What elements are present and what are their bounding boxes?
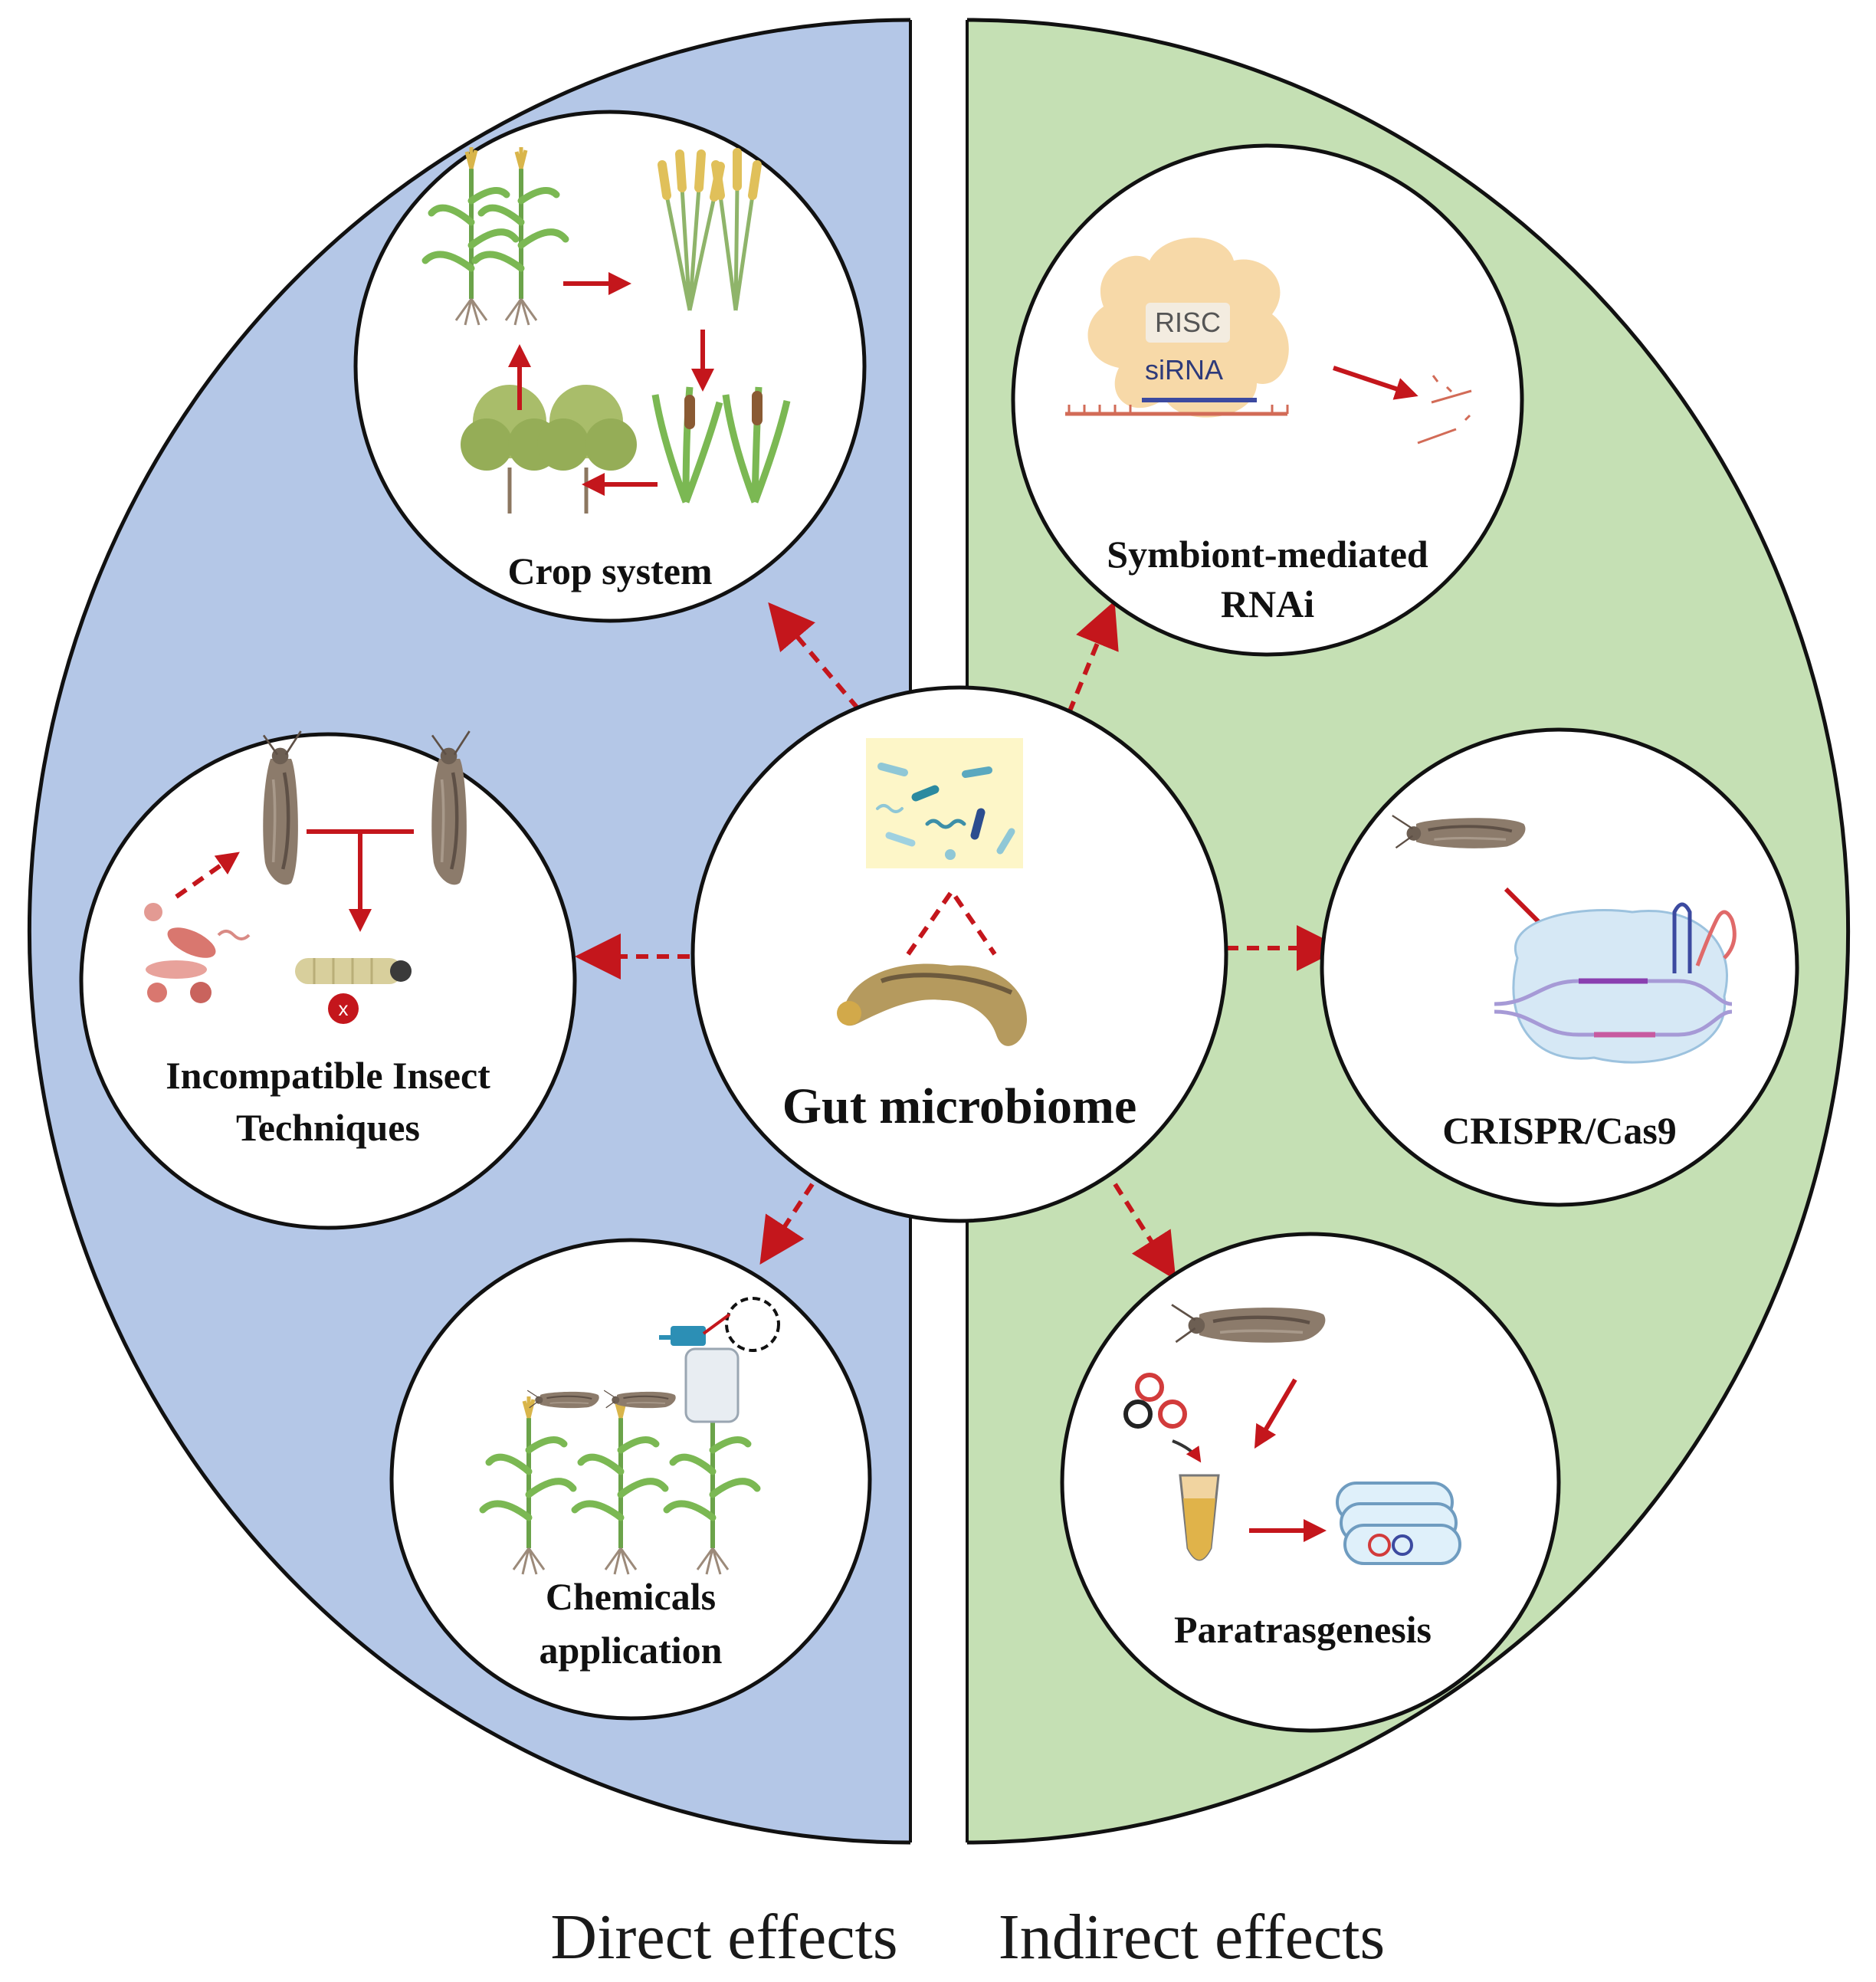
degradation-arrow	[1333, 366, 1418, 400]
crispr-node: CRISPR/Cas9	[1320, 727, 1799, 1207]
direct-effects-outline	[27, 18, 911, 1845]
dna-strand-icon	[1494, 902, 1737, 1038]
arrow-to-rnai	[1067, 600, 1119, 714]
paratransgenesis-label: Paratrasgenesis	[1174, 1608, 1432, 1651]
sirna-label: siRNA	[1145, 354, 1223, 386]
risc-label: RISC	[1155, 307, 1221, 338]
crispr-label: CRISPR/Cas9	[1442, 1109, 1677, 1152]
crop-system-label: Crop system	[507, 550, 712, 592]
larva-icon	[295, 958, 412, 984]
svg-text:x: x	[339, 997, 349, 1020]
rnai-node: RISC siRNA Symbiont-mediated RNAi	[1011, 143, 1524, 657]
tube-icon	[1179, 1474, 1220, 1561]
shrub-plant-icon	[461, 385, 637, 514]
chemicals-label-line2: application	[540, 1629, 723, 1672]
bacteria-to-moth-arrow	[175, 852, 240, 899]
crop-system-node: Crop system	[353, 110, 867, 623]
chemical-molecule-icon	[725, 1297, 780, 1352]
chemicals-label-line1: Chemicals	[546, 1575, 716, 1618]
plasmid-icon	[1123, 1373, 1187, 1429]
incompatible-label-line1: Incompatible Insect	[166, 1054, 490, 1097]
plasmid-to-tube-arrow	[1172, 1439, 1202, 1463]
spray-bottle-icon	[659, 1326, 740, 1423]
incompatible-label-line2: Techniques	[236, 1106, 420, 1149]
wheat-plant-icon	[658, 148, 762, 311]
cross-icon: x	[328, 993, 359, 1024]
arrow-to-paratransgenesis	[1113, 1183, 1176, 1281]
arrow-to-chemicals	[759, 1183, 815, 1265]
microbiome-link	[906, 887, 997, 956]
direct-effects-caption: Direct effects	[550, 1902, 897, 1973]
paratransgenesis-node: Paratrasgenesis	[1060, 1232, 1561, 1733]
inhibition-arrow	[307, 829, 414, 927]
engineered-bacteria-icon	[1336, 1482, 1461, 1565]
rnai-label-line2: RNAi	[1221, 582, 1314, 625]
rnai-label-line1: Symbiont-mediated	[1107, 533, 1428, 576]
moth-to-tube-arrow	[1254, 1378, 1297, 1449]
center-title: Gut microbiome	[782, 1078, 1137, 1134]
indirect-effects-caption: Indirect effects	[999, 1902, 1386, 1973]
indirect-effects-outline	[966, 18, 1851, 1845]
degraded-rna-icon	[1417, 375, 1472, 445]
incompatible-insect-node: x Incompatible Insect Techniques	[79, 731, 577, 1230]
bacteria-icon	[144, 903, 251, 1003]
arrow-to-crop-system	[768, 602, 861, 710]
dna-strand-icon	[1065, 398, 1289, 416]
gut-microbiome-node: Gut microbiome	[690, 685, 1228, 1223]
chemicals-node: Chemicals application	[389, 1238, 872, 1721]
cattail-plant-icon	[651, 386, 791, 504]
bacteria-icon	[876, 763, 1015, 860]
larva-icon	[837, 963, 1027, 1046]
microbes-panel	[866, 738, 1023, 868]
